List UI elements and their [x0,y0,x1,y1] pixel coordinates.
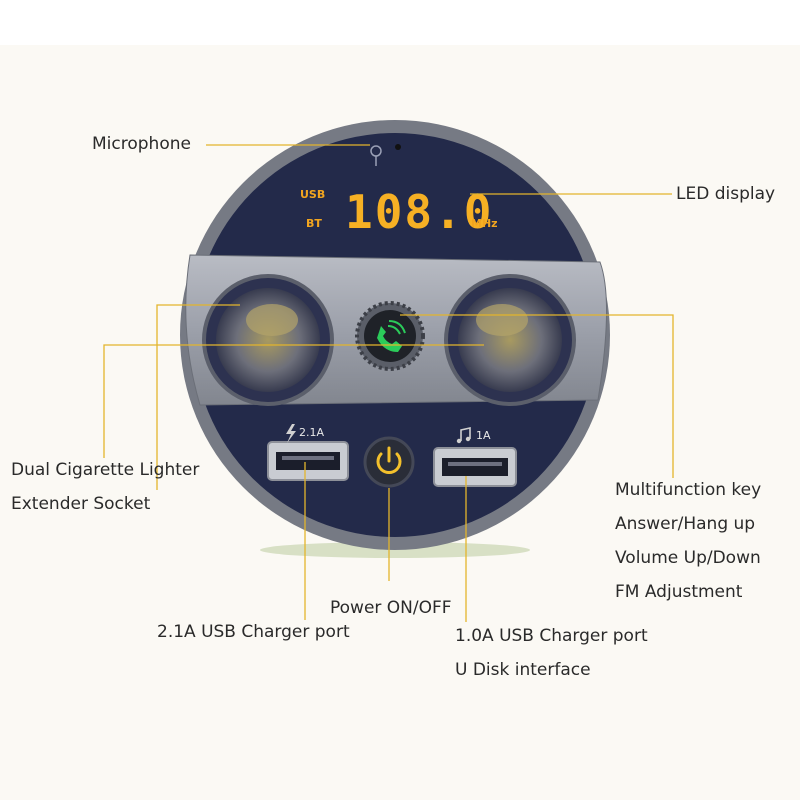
label-power: Power ON/OFF [330,598,452,618]
display-usb-label: USB [300,188,325,201]
leader-lines [103,144,674,622]
power-button[interactable] [363,436,415,488]
label-usb-10-line1: 1.0A USB Charger port [455,626,648,646]
leader-socket-2 [156,304,240,490]
label-dual-socket-line2: Extender Socket [11,494,151,514]
display-frequency: 108.0 [345,185,493,239]
microphone-icon [370,144,401,166]
left-cigarette-socket [202,274,334,406]
label-usb-21: 2.1A USB Charger port [157,622,350,642]
leader-socket-1 [103,344,484,458]
right-cigarette-socket [444,274,576,406]
music-note-icon [456,427,471,444]
display-unit: MHz [471,217,498,230]
usb-port-1a[interactable] [433,447,517,487]
label-led-display: LED display [676,184,776,204]
display-bt-label: BT [306,217,322,230]
leader-multifunction [400,314,674,478]
port-rating-1a: 1A [476,429,491,442]
led-display: USB BT 108.0 MHz [300,185,498,239]
usb-port-2-1a[interactable] [267,441,349,481]
label-multifunction-line3: Volume Up/Down [615,548,761,568]
port-rating-2-1a: 2.1A [299,426,324,439]
label-microphone: Microphone [92,134,191,154]
label-multifunction-line2: Answer/Hang up [615,514,756,534]
label-dual-socket-line1: Dual Cigarette Lighter [11,460,200,480]
label-multifunction-line4: FM Adjustment [615,582,743,602]
label-multifunction-line1: Multifunction key [615,480,762,500]
lightning-icon [286,424,296,443]
label-usb-10-line2: U Disk interface [455,660,591,680]
multifunction-key[interactable] [355,301,425,371]
power-icon [376,446,402,474]
